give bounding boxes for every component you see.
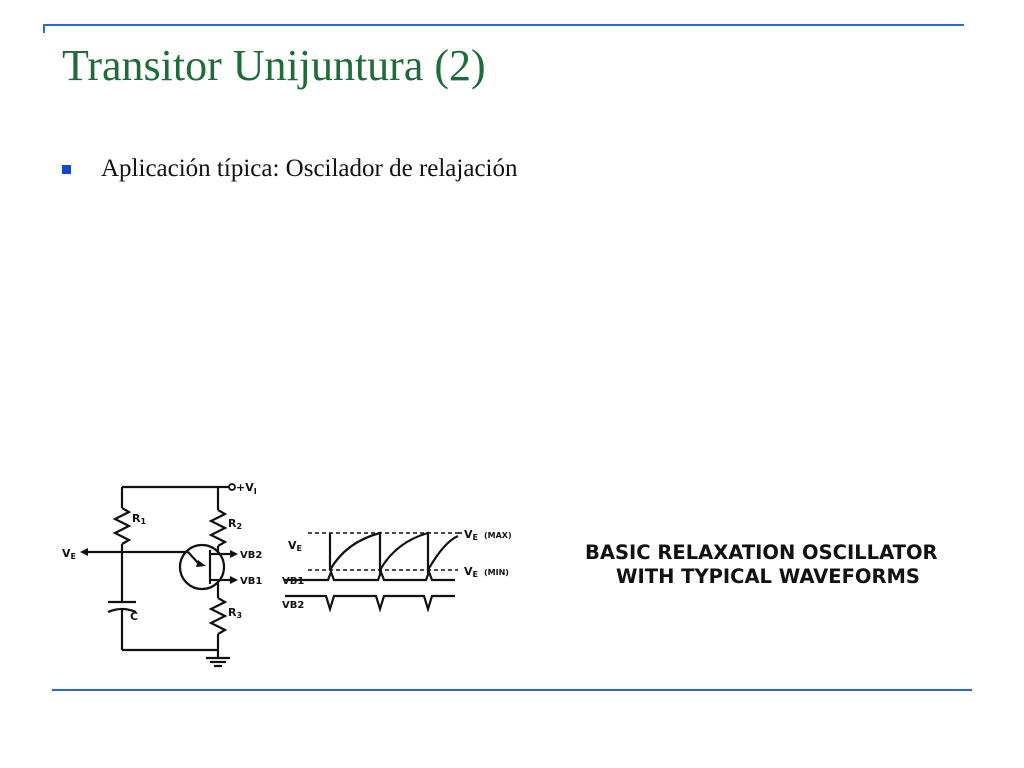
circuit-diagram: +VI VE R1 R2 R3 C VB2 VB1 VE VB1 VB2 VE(… [62,481,938,668]
vb2-waveform-label: VB2 [282,600,304,611]
r1-label: R1 [132,512,146,526]
top-rule-tick [43,24,45,33]
bullet-text: Aplicación típica: Oscilador de relajaci… [101,155,518,182]
vb2-label: VB2 [240,550,262,561]
vb1-waveform-label: VB1 [282,576,304,587]
caption-line-2: WITH TYPICAL WAVEFORMS [616,565,920,588]
relaxation-oscillator-figure: +VI VE R1 R2 R3 C VB2 VB1 VE VB1 VB2 VE(… [60,470,980,680]
supply-label: +VI [236,481,257,496]
slide-title: Transitor Unijuntura (2) [62,41,486,90]
ve-waveform-label: VE [288,539,302,553]
ve-max-label: VE(MAX) [464,528,512,542]
ve-min-label: VE(MIN) [464,565,509,579]
ve-output-label: VE [62,547,76,561]
circuit-wires [88,485,230,668]
r3-label: R3 [228,606,242,620]
bottom-rule [52,689,972,691]
circuit-arrows [80,548,238,584]
waveforms [285,531,459,613]
capacitor-label: C [130,610,138,623]
bullet-square-icon [62,164,71,174]
r2-label: R2 [228,517,242,531]
bullet-item: Aplicación típica: Oscilador de relajaci… [62,152,518,186]
caption-line-1: BASIC RELAXATION OSCILLATOR [585,541,938,564]
supply-terminal [228,483,236,491]
top-rule [43,24,964,26]
vb1-label: VB1 [240,576,262,587]
